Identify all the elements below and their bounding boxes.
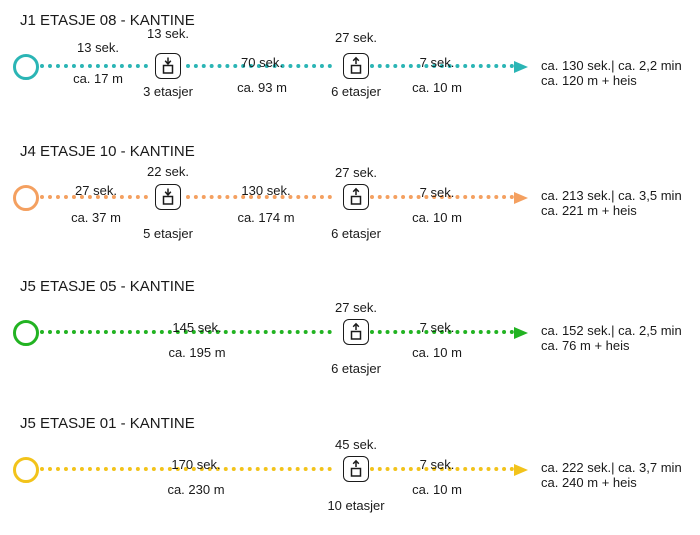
walk-path-line <box>40 467 332 471</box>
segment-time: 145 sek. <box>172 320 222 335</box>
route-diagram: J1 ETASJE 08 - KANTINE 13 sek. ca. 17 m … <box>0 12 700 513</box>
segment-distance: ca. 10 m <box>412 345 462 360</box>
route-j5-01: J5 ETASJE 01 - KANTINE 170 sek. ca. 230 … <box>0 415 700 535</box>
lift-floors: 3 etasjer <box>143 84 193 99</box>
segment-time: 27 sek. <box>75 183 117 198</box>
segment-distance: ca. 195 m <box>168 345 226 360</box>
total-distance: ca. 240 m + heis <box>541 475 637 490</box>
lift-time: 27 sek. <box>335 30 377 45</box>
lift-floors: 10 etasjer <box>327 498 385 513</box>
walk-path-line <box>40 64 148 68</box>
start-circle-icon <box>13 185 39 211</box>
route-title: J5 ETASJE 01 - KANTINE <box>20 415 195 432</box>
total-time: ca. 130 sek.| ca. 2,2 min <box>541 58 682 73</box>
arrowhead-icon <box>514 192 528 204</box>
lift-floors: 6 etasjer <box>331 84 381 99</box>
arrowhead-icon <box>514 464 528 476</box>
lift-floors: 6 etasjer <box>331 226 381 241</box>
elevator-up-icon <box>343 456 369 482</box>
total-distance: ca. 120 m + heis <box>541 73 637 88</box>
route-title: J4 ETASJE 10 - KANTINE <box>20 143 195 160</box>
segment-time: 170 sek. <box>171 457 221 472</box>
elevator-up-icon <box>343 53 369 79</box>
lift-floors: 6 etasjer <box>331 361 381 376</box>
segment-distance: ca. 174 m <box>237 210 295 225</box>
lift-time: 45 sek. <box>335 437 377 452</box>
arrowhead-icon <box>514 327 528 339</box>
elevator-up-icon <box>343 319 369 345</box>
walk-path-line <box>40 195 148 199</box>
segment-time: 130 sek. <box>241 183 291 198</box>
segment-time: 7 sek. <box>419 55 455 70</box>
route-total: ca. 130 sek.| ca. 2,2 min ca. 120 m + he… <box>541 58 682 88</box>
walk-path-line <box>370 195 514 199</box>
lift-floors: 5 etasjer <box>143 226 193 241</box>
start-circle-icon <box>13 54 39 80</box>
route-title: J5 ETASJE 05 - KANTINE <box>20 278 195 295</box>
walk-path-line <box>186 195 332 199</box>
lift-time: 22 sek. <box>147 164 189 179</box>
segment-time: 70 sek. <box>241 55 283 70</box>
total-distance: ca. 221 m + heis <box>541 203 637 218</box>
route-total: ca. 213 sek.| ca. 3,5 min ca. 221 m + he… <box>541 188 682 218</box>
walk-path-line <box>40 330 332 334</box>
arrowhead-icon <box>514 61 528 73</box>
segment-distance: ca. 10 m <box>412 210 462 225</box>
elevator-up-icon <box>343 184 369 210</box>
walk-path-line <box>370 467 514 471</box>
elevator-down-icon <box>155 53 181 79</box>
segment-time: 7 sek. <box>419 185 455 200</box>
total-time: ca. 213 sek.| ca. 3,5 min <box>541 188 682 203</box>
segment-time: 7 sek. <box>419 320 455 335</box>
segment-time: 7 sek. <box>419 457 455 472</box>
route-total: ca. 222 sek.| ca. 3,7 min ca. 240 m + he… <box>541 460 682 490</box>
route-total: ca. 152 sek.| ca. 2,5 min ca. 76 m + hei… <box>541 323 682 353</box>
start-circle-icon <box>13 457 39 483</box>
walk-path-line <box>370 64 514 68</box>
total-distance: ca. 76 m + heis <box>541 338 630 353</box>
segment-distance: ca. 37 m <box>71 210 121 225</box>
segment-distance: ca. 93 m <box>237 80 287 95</box>
segment-distance: ca. 17 m <box>73 71 123 86</box>
walk-path-line <box>370 330 514 334</box>
route-title: J1 ETASJE 08 - KANTINE <box>20 12 195 29</box>
walk-path-line <box>186 64 332 68</box>
segment-distance: ca. 230 m <box>167 482 225 497</box>
lift-time: 27 sek. <box>335 300 377 315</box>
elevator-down-icon <box>155 184 181 210</box>
segment-distance: ca. 10 m <box>412 80 462 95</box>
total-time: ca. 222 sek.| ca. 3,7 min <box>541 460 682 475</box>
route-j4: J4 ETASJE 10 - KANTINE 27 sek. ca. 37 m … <box>0 143 700 263</box>
total-time: ca. 152 sek.| ca. 2,5 min <box>541 323 682 338</box>
segment-time: 13 sek. <box>77 40 119 55</box>
segment-distance: ca. 10 m <box>412 482 462 497</box>
lift-time: 27 sek. <box>335 165 377 180</box>
route-j5-05: J5 ETASJE 05 - KANTINE 145 sek. ca. 195 … <box>0 278 700 398</box>
route-j1: J1 ETASJE 08 - KANTINE 13 sek. ca. 17 m … <box>0 12 700 132</box>
start-circle-icon <box>13 320 39 346</box>
lift-time: 13 sek. <box>147 26 189 41</box>
